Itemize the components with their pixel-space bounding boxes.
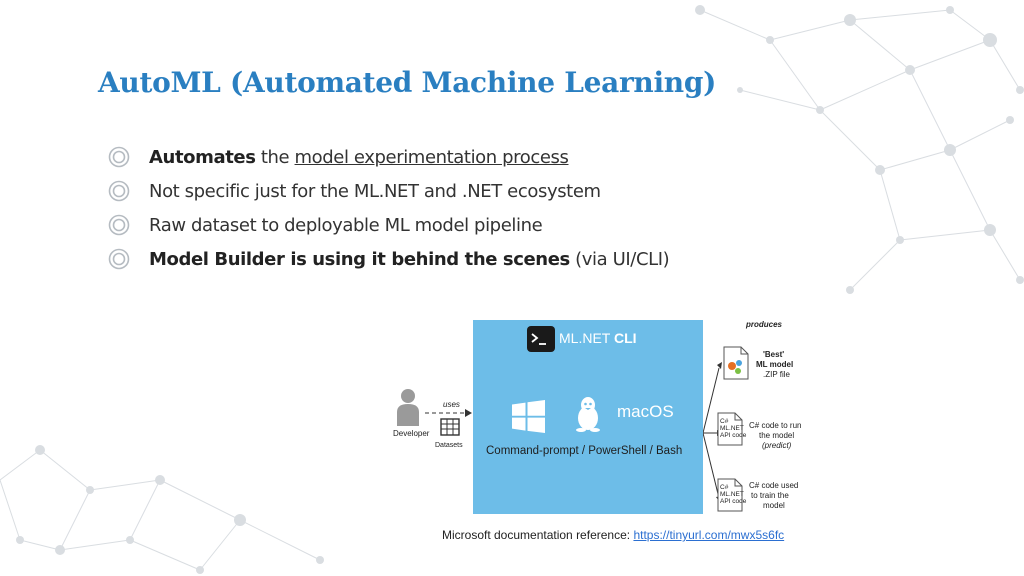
csharp-file-icon: [717, 478, 743, 512]
file-label-train-1: C#: [720, 484, 729, 491]
linux-penguin-icon: [576, 397, 600, 432]
output-run-line2: the model: [759, 431, 795, 440]
bullet-item-pipeline: Raw dataset to deployable ML model pipel…: [108, 208, 669, 242]
reference-text: Microsoft documentation reference: https…: [442, 528, 784, 542]
zip-model-file-icon: [723, 346, 749, 380]
bullet-bold-text: Automates: [149, 146, 256, 168]
cli-title: ML.NET CLI: [559, 330, 637, 346]
output-model-line1: 'Best': [763, 350, 785, 359]
file-label-run-1: C#: [720, 418, 729, 425]
network-decoration-bottom-left: [0, 445, 324, 574]
file-label-run-2: ML.NET: [720, 425, 744, 432]
output-train-line1: C# code used: [749, 481, 799, 490]
reference-link[interactable]: https://tinyurl.com/mwx5s6fc: [633, 528, 785, 542]
slide-title: AutoML (Automated Machine Learning): [98, 66, 717, 99]
produces-label: produces: [746, 320, 783, 329]
output-run-line3: (predict): [762, 441, 792, 450]
file-label-train-2: ML.NET: [720, 491, 744, 498]
output-train-line2: to train the: [751, 491, 789, 500]
bullet-item-ecosystem: Not specific just for the ML.NET and .NE…: [108, 174, 669, 208]
uses-label: uses: [443, 400, 460, 409]
bullet-text: the: [255, 146, 295, 168]
output-model-line2: ML model: [756, 360, 794, 369]
developer-label: Developer: [393, 429, 430, 438]
macos-label: macOS: [617, 402, 674, 421]
terminal-icon: [527, 326, 555, 352]
bullet-underlined-text: model experimentation process: [294, 146, 569, 168]
target-ring-icon: [108, 180, 130, 202]
file-label-train-3: API code: [720, 498, 747, 505]
uses-arrow-icon: [425, 409, 472, 417]
output-model-line3: .ZIP file: [763, 370, 790, 379]
reference-prefix: Microsoft documentation reference:: [442, 528, 634, 542]
cli-title-bold: CLI: [613, 330, 637, 346]
target-ring-icon: [108, 214, 130, 236]
bullet-text: Raw dataset to deployable ML model pipel…: [149, 214, 543, 236]
windows-logo-icon: [512, 400, 545, 433]
file-label-run-3: API code: [720, 432, 747, 439]
output-train-line3: model: [763, 501, 785, 510]
bullet-item-model-builder: Model Builder is using it behind the sce…: [108, 242, 670, 276]
bullet-text: Not specific just for the ML.NET and .NE…: [149, 180, 601, 202]
csharp-file-icon: [717, 412, 743, 446]
target-ring-icon: [108, 248, 130, 270]
bullet-text: (via UI/CLI): [569, 248, 670, 270]
bullet-item-automates: Automates the model experimentation proc…: [108, 140, 669, 174]
output-run-line1: C# code to run: [749, 421, 802, 430]
mlnet-cli-diagram: Developer uses Datasets ML.NET CLI macOS: [385, 318, 815, 516]
cli-title-text: ML.NET: [559, 330, 611, 346]
dataset-table-icon: [440, 418, 460, 436]
target-ring-icon: [108, 146, 130, 168]
bullet-list: Automates the model experimentation proc…: [108, 140, 670, 276]
network-decoration-top-right: [695, 5, 1024, 294]
shell-label: Command-prompt / PowerShell / Bash: [486, 445, 683, 457]
bullet-bold-text: Model Builder is using it behind the sce…: [149, 248, 570, 270]
developer-person-icon: [397, 389, 419, 426]
dataset-label: Datasets: [435, 442, 463, 449]
